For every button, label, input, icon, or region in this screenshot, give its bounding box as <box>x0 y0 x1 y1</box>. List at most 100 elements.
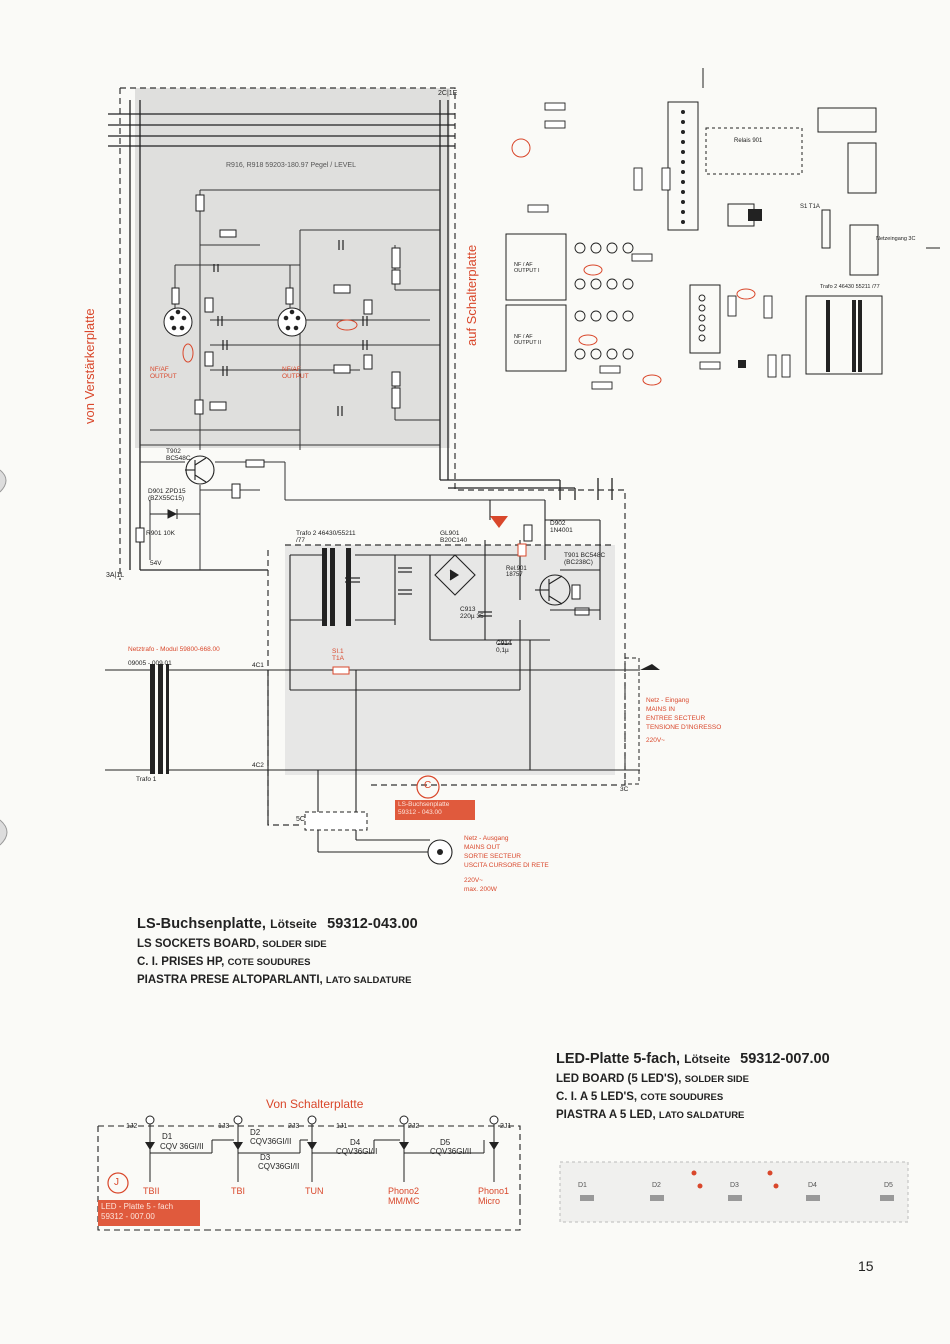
led-caption-it: PIASTRA A 5 LED, LATO SALDATURE <box>556 1109 916 1121</box>
pcb-out2-label: NF / AF OUTPUT II <box>514 334 542 346</box>
mains-out-line: max. 200W <box>464 886 497 893</box>
led-it-side: LATO SALDATURE <box>658 1110 745 1121</box>
d901-label: D901 ZPD15 (BZX55C15) <box>148 488 186 502</box>
mains-in-line: TENSIONE D'INGRESSO <box>646 724 722 731</box>
relay-coil <box>517 543 527 557</box>
led-title-part: 59312-007.00 <box>740 1051 830 1067</box>
led-tag-box <box>98 1200 200 1226</box>
mains-in-line: Netz - Eingang <box>646 697 689 704</box>
ls-title-main: LS-Buchsenplatte, <box>137 916 266 932</box>
netztrafo-sub-label: 09005 - 009.01 <box>128 660 172 667</box>
conn-3c-label: 3C <box>620 786 629 793</box>
t902-label: T902 BC548C <box>166 448 191 462</box>
mains-out-line: 220V~ <box>464 877 483 884</box>
led-ref: D5 <box>440 1138 451 1147</box>
marker-j-circle <box>107 1172 129 1194</box>
ls-fr-main: C. I. PRISES HP, <box>137 956 225 968</box>
svg-text:D3: D3 <box>730 1182 739 1189</box>
led-caption-en: LED BOARD (5 LED'S), SOLDER SIDE <box>556 1073 916 1085</box>
trafo1-cores <box>150 664 169 774</box>
diode-marker-red <box>490 516 508 528</box>
pcb-layout <box>505 101 883 375</box>
ls-tag-line: 59312 - 043.00 <box>398 809 442 816</box>
marker-j: J <box>114 1177 119 1188</box>
output-right-label: NF/AF OUTPUT <box>282 366 309 380</box>
t901-label: T901 BC548C (BC238C) <box>564 552 606 566</box>
led-bottom-label: TBI <box>231 1186 246 1196</box>
trafo1-label: Trafo 1 <box>136 776 157 783</box>
led-tag-text: LED - Platte 5 - fach 59312 - 007.00 <box>101 1202 173 1222</box>
trafo2-label: Trafo 2 46430/55211 /77 <box>296 530 356 544</box>
fuse-label: SI.1 T1A <box>332 648 344 662</box>
led-pin: 1J2 <box>126 1123 138 1130</box>
svg-text:D1: D1 <box>578 1182 587 1189</box>
ls-tag-text: LS-Buchsenplatte 59312 - 043.00 <box>398 801 449 817</box>
led-bottom-label: TBII <box>143 1186 160 1196</box>
c914-label: C914 0,1µ <box>496 640 512 654</box>
ls-board-caption: LS-Buchsenplatte, Lötseite 59312-043.00 … <box>137 916 477 992</box>
led-title-main: LED-Platte 5-fach, <box>556 1051 681 1067</box>
pcb-netzeingang-label: Netzeingang 3C <box>876 236 916 242</box>
led-part: CQV36GI/II <box>250 1137 292 1146</box>
v54-label: 54V <box>150 560 162 567</box>
level-note: R916, R918 59203-180.97 Pegel / LEVEL <box>226 162 356 169</box>
ls-it-main: PIASTRA PRESE ALTOPARLANTI, <box>137 974 323 986</box>
transistor-t901 <box>535 574 571 606</box>
ls-caption-title: LS-Buchsenplatte, Lötseite 59312-043.00 <box>137 916 477 932</box>
led-title-side: Lötseite <box>684 1052 731 1066</box>
mains-in-line: ENTREE SECTEUR <box>646 715 706 722</box>
output-left-label: NF/AF OUTPUT <box>150 366 177 380</box>
binder-holes <box>0 469 8 846</box>
mains-out-text: Netz - Ausgang MAINS OUT SORTIE SECTEUR … <box>464 834 549 894</box>
resistors <box>135 194 590 616</box>
led-pin: 2J2 <box>408 1123 420 1130</box>
page-ticks <box>702 68 940 249</box>
netztrafo-label: Netztrafo - Modul 59800-668.00 <box>128 646 220 653</box>
side-label-right: auf Schalterplatte <box>464 244 479 346</box>
ls-fr-side: COTE SOUDURES <box>227 957 311 968</box>
led-en-side: SOLDER SIDE <box>684 1074 750 1085</box>
ls-en-main: LS SOCKETS BOARD, <box>137 938 260 950</box>
mains-in-text: Netz - Eingang MAINS IN ENTREE SECTEUR T… <box>646 696 721 745</box>
ls-it-side: LATO SALDATURE <box>325 975 412 986</box>
connector-top-label: 2C|1E <box>438 90 458 97</box>
marker-c: C <box>424 780 432 791</box>
led-board-outline <box>97 1125 521 1231</box>
led-ref: D2 <box>250 1128 261 1137</box>
transistor-t902 <box>185 455 215 485</box>
led-en-main: LED BOARD (5 LED'S), <box>556 1073 682 1085</box>
led-diodes <box>145 1142 499 1150</box>
supply-section <box>289 500 601 691</box>
page-number: 15 <box>858 1258 874 1274</box>
led-pin: 1J3 <box>218 1123 230 1130</box>
pcb-header-pins <box>681 110 685 224</box>
connector-5c <box>304 811 368 831</box>
led-board-caption: LED-Platte 5-fach, Lötseite 59312-007.00… <box>556 1051 916 1127</box>
fuse-si1 <box>332 666 350 675</box>
shaded-area-mid <box>285 545 615 775</box>
rectifier-label: GL901 B20C140 <box>440 530 468 544</box>
mains-out-line: MAINS OUT <box>464 844 501 851</box>
ls-tag-box <box>395 800 475 820</box>
led-part: CQV36GI/II <box>430 1147 472 1156</box>
led-bottom-label: TUN <box>305 1186 324 1196</box>
marker-c-circle <box>416 775 440 799</box>
shaded-area-top <box>135 88 450 448</box>
conn-4c1-label: 4C1 <box>252 662 264 669</box>
conn-4c2-label: 4C2 <box>252 762 264 769</box>
mains-out-line: Netz - Ausgang <box>464 835 509 842</box>
c913-label: C913 220µ 35 <box>460 606 484 620</box>
mains-in-line: 220V~ <box>646 737 665 744</box>
ls-caption-en: LS SOCKETS BOARD, SOLDER SIDE <box>137 938 477 950</box>
connector-bottom-label: 3A|1L <box>106 572 125 579</box>
led-tag-line: LED - Platte 5 - fach <box>101 1202 174 1211</box>
led-pin-circles <box>145 1115 499 1125</box>
ls-caption-fr: C. I. PRISES HP, COTE SOUDURES <box>137 956 477 968</box>
pcb-components <box>527 102 791 390</box>
led-tag-line: 59312 - 007.00 <box>101 1212 155 1221</box>
led-bottom-label: Phono1 Micro <box>478 1186 510 1206</box>
mains-out-line: SORTIE SECTEUR <box>464 853 521 860</box>
ls-caption-it: PIASTRA PRESE ALTOPARLANTI, LATO SALDATU… <box>137 974 477 986</box>
